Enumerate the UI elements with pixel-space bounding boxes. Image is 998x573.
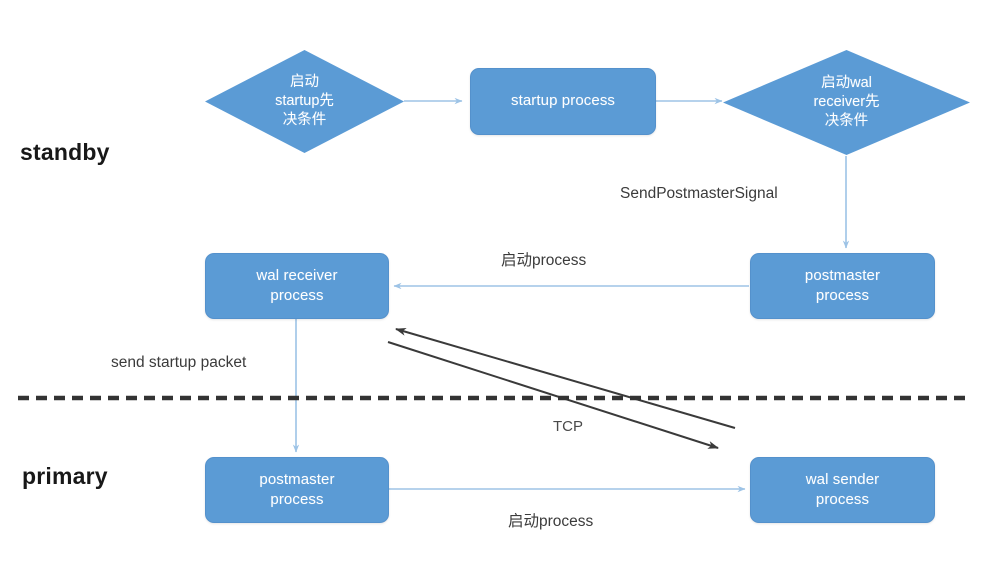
edge-label-send-postmaster-signal: SendPostmasterSignal (620, 185, 778, 202)
line-1: wal receiver (256, 266, 338, 284)
line-3: 决条件 (282, 112, 327, 129)
node-walreceiver-precondition[interactable]: 启动wal receiver先 决条件 (723, 50, 970, 155)
edge-label-send-startup-packet: send startup packet (111, 354, 247, 371)
line-1: 启动wal (821, 74, 872, 91)
line-2: process (815, 287, 870, 304)
node-wal-receiver-label: wal receiver process (256, 266, 337, 307)
node-wal-sender-label: wal sender process (806, 470, 880, 511)
node-primary-postmaster[interactable]: postmaster process (205, 457, 389, 523)
node-wal-receiver[interactable]: wal receiver process (205, 253, 389, 319)
node-startup-process[interactable]: startup process (470, 68, 656, 135)
node-standby-postmaster-label: postmaster process (805, 266, 880, 307)
line-1: 启动 (290, 73, 319, 90)
node-walreceiver-precondition-label: 启动wal receiver先 决条件 (770, 74, 923, 132)
line-2: process (270, 491, 324, 508)
edge-label-start-process-standby: 启动process (501, 252, 587, 269)
node-wal-sender[interactable]: wal sender process (750, 457, 935, 523)
node-startup-precondition-label: 启动 startup先 决条件 (243, 73, 366, 131)
edge-label-tcp: TCP (553, 418, 583, 435)
node-primary-postmaster-label: postmaster process (259, 470, 334, 511)
node-startup-precondition[interactable]: 启动 startup先 决条件 (205, 50, 404, 153)
line-3: 决条件 (824, 113, 869, 130)
node-startup-process-label: startup process (510, 92, 616, 110)
node-standby-postmaster[interactable]: postmaster process (750, 253, 935, 319)
line-2: receiver先 (813, 93, 880, 110)
edge-label-start-process-primary: 启动process (508, 513, 594, 530)
line-2: process (815, 491, 870, 508)
line-1: postmaster (259, 470, 335, 488)
line-2: startup先 (275, 92, 334, 109)
line-2: process (270, 287, 324, 304)
primary-label: primary (22, 463, 108, 489)
line-1: wal sender (805, 470, 880, 488)
standby-label: standby (20, 139, 110, 165)
line-1: postmaster (804, 266, 881, 284)
